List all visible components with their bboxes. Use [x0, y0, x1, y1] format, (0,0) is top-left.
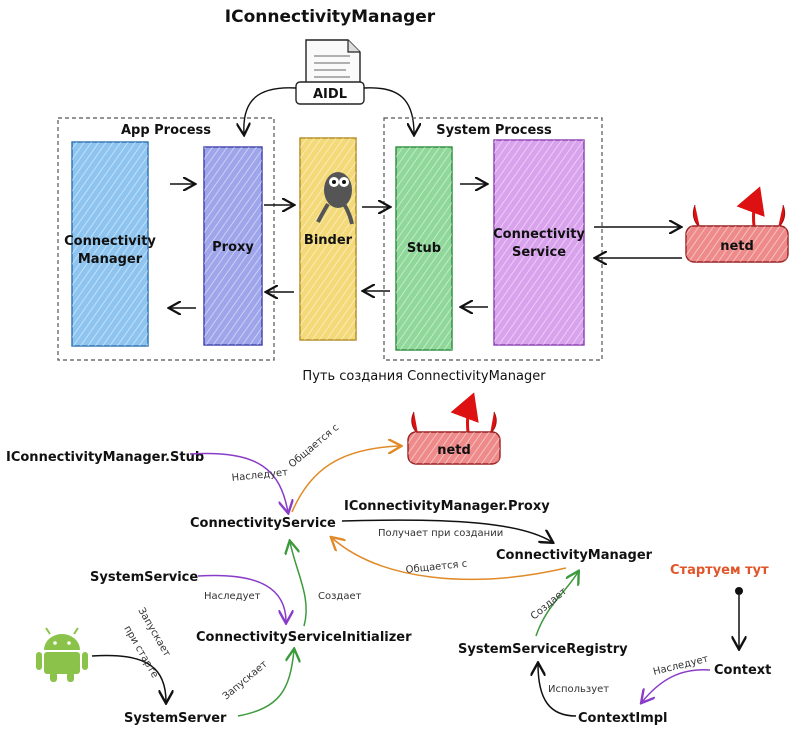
aidl-to-stub-arrow — [363, 87, 414, 134]
registry-creates-manager-edge — [535, 572, 578, 637]
receives-on-create-edge — [341, 519, 552, 542]
system-service-node: SystemService — [90, 570, 198, 585]
service-talks-netd-edge — [291, 446, 400, 513]
app-process-label: App Process — [121, 123, 211, 138]
start-here-label: Стартуем тут — [670, 563, 769, 578]
app-process-container — [57, 117, 275, 361]
proxy-block: Proxy — [203, 146, 263, 346]
start-dot — [735, 587, 743, 595]
registry-creates-manager-label: Создает — [529, 586, 569, 622]
system-service-registry-node: SystemServiceRegistry — [458, 642, 628, 657]
android-icon — [36, 627, 88, 682]
stub-block: Stub — [395, 146, 453, 351]
connectivity-service-label-1: Connectivity — [493, 227, 585, 242]
horns-icon — [736, 186, 765, 227]
server-launches-initializer-label: Запускает — [221, 659, 270, 703]
inherits-system-service-edge — [197, 574, 286, 622]
connectivity-manager-block: Connectivity Manager — [64, 141, 156, 347]
proxy-class-node: IConnectivityManager.Proxy — [344, 499, 550, 514]
stub-class-node: IConnectivityManager.Stub — [6, 450, 204, 465]
connectivity-manager-node: ConnectivityManager — [496, 548, 653, 563]
manager-talks-service-label: Общается с — [405, 559, 468, 576]
netd-bottom-node: netd — [407, 392, 501, 465]
aidl-to-proxy-arrow — [244, 87, 297, 134]
inherits-stub-edge-label: Наследует — [231, 467, 289, 484]
system-server-node: SystemServer — [124, 711, 227, 726]
connectivity-manager-label-1: Connectivity — [64, 234, 156, 249]
stub-label: Stub — [407, 241, 441, 256]
inherits-system-service-label: Наследует — [204, 591, 261, 602]
connectivity-manager-label-2: Manager — [78, 252, 143, 267]
system-process-container — [383, 117, 603, 361]
interface-title: IConnectivityManager — [225, 7, 436, 27]
android-launches-server-edge — [91, 654, 166, 702]
server-launches-initializer-edge — [237, 650, 294, 717]
proxy-label: Proxy — [212, 240, 254, 255]
receives-on-create-label: Получает при создании — [378, 528, 503, 539]
inherits-context-label: Наследует — [652, 654, 710, 678]
netd-top-label: netd — [720, 239, 754, 254]
binder-label: Binder — [304, 233, 353, 248]
context-impl-node: ContextImpl — [578, 711, 668, 726]
initializer-creates-service-edge — [290, 542, 307, 627]
inherits-stub-edge — [189, 452, 288, 512]
top-diagram-caption: Путь создания ConnectivityManager — [302, 369, 546, 384]
binder-mascot-icon — [316, 172, 354, 225]
connectivity-service-node: ConnectivityService — [190, 516, 336, 531]
context-node: Context — [714, 663, 771, 678]
initializer-node: ConnectivityServiceInitializer — [196, 630, 412, 645]
initializer-creates-service-label: Создает — [318, 591, 362, 602]
connectivity-service-label-2: Service — [512, 245, 566, 260]
aidl-tag — [295, 81, 365, 105]
uses-registry-label: Использует — [548, 684, 609, 695]
connectivity-service-block: Connectivity Service — [493, 139, 585, 346]
aidl-label: AIDL — [313, 87, 347, 102]
uses-registry-edge — [538, 664, 577, 717]
binder-block: Binder — [299, 137, 357, 341]
inherits-context-edge — [642, 669, 711, 702]
manager-talks-service-edge — [332, 538, 567, 580]
netd-bottom-label: netd — [437, 443, 471, 458]
netd-top-node: netd — [685, 186, 789, 263]
system-process-label: System Process — [436, 123, 552, 138]
